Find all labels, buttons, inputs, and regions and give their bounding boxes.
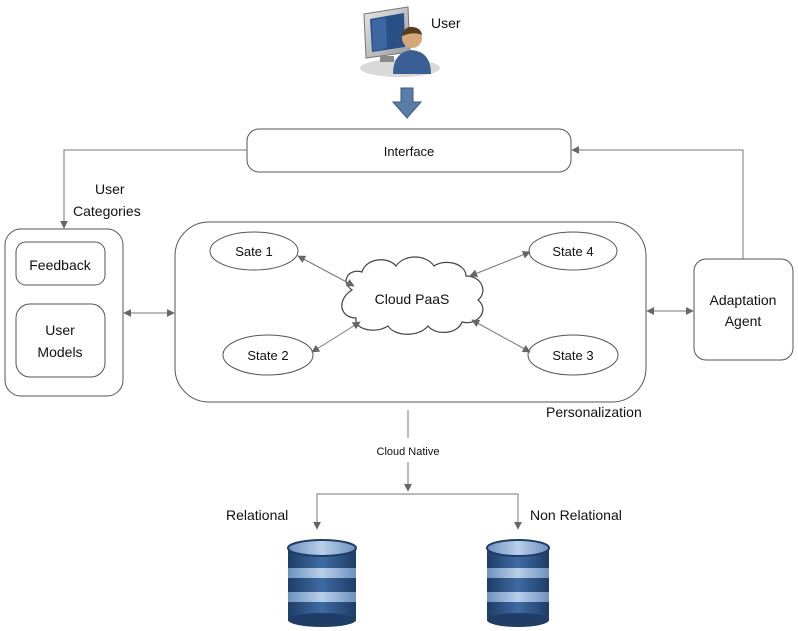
user-label: User xyxy=(431,15,461,31)
feedback-box xyxy=(15,241,106,286)
personalization-caption: Personalization xyxy=(546,404,642,420)
relational-database-icon xyxy=(287,539,357,627)
state3-label: State 3 xyxy=(552,348,593,363)
user-models-line1: User xyxy=(45,322,75,338)
state1-node xyxy=(209,231,299,271)
adaptation-agent-line2: Agent xyxy=(725,313,762,329)
non-relational-label: Non Relational xyxy=(530,507,622,523)
user-categories-line1: User xyxy=(95,181,125,197)
connector-state1-cloud xyxy=(297,255,355,287)
state4-label: State 4 xyxy=(552,244,593,259)
state1-label: Sate 1 xyxy=(235,244,273,259)
state2-label: State 2 xyxy=(247,348,288,363)
down-arrow-icon xyxy=(391,87,423,119)
state3-node xyxy=(527,334,619,376)
cloud-paas-label: Cloud PaaS xyxy=(375,291,450,307)
non-relational-database-icon xyxy=(486,539,550,627)
cloud-native-label: Cloud Native xyxy=(377,446,440,458)
state2-node xyxy=(222,334,314,376)
adaptation-agent-box xyxy=(693,258,794,361)
user-categories-line2: Categories xyxy=(73,203,141,219)
cloud-icon xyxy=(341,256,484,335)
connector-interface-to-left xyxy=(60,149,247,229)
connector-state4-cloud xyxy=(469,250,531,278)
feedback-label: Feedback xyxy=(29,257,91,273)
relational-label: Relational xyxy=(226,507,288,523)
connector-storage-split xyxy=(313,493,522,530)
user-models-line2: Models xyxy=(37,344,82,360)
connector-agent-to-interface xyxy=(571,146,744,259)
user-icon xyxy=(360,6,440,77)
adaptation-agent-line1: Adaptation xyxy=(710,292,777,308)
connector-state3-cloud xyxy=(471,319,531,353)
interface-label: Interface xyxy=(384,144,435,159)
user-models-box xyxy=(15,303,106,378)
connector-state2-cloud xyxy=(311,321,361,353)
